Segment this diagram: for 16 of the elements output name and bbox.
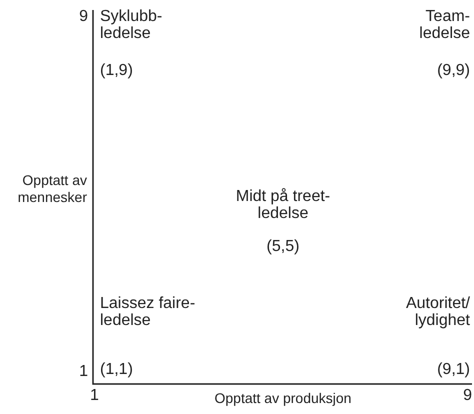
axis-tick-label: 1 bbox=[90, 387, 99, 404]
axis-tick-label: 9 bbox=[463, 387, 472, 404]
axis-title: Opptatt av produksjon bbox=[214, 390, 352, 407]
grid-style-label: Midt på treet- ledelse bbox=[234, 188, 332, 222]
grid-coordinate: (5,5) bbox=[266, 238, 300, 255]
grid-style-label: Laissez faire- ledelse bbox=[100, 295, 196, 329]
grid-coordinate: (1,1) bbox=[100, 361, 133, 378]
grid-coordinate: (9,9) bbox=[437, 62, 470, 79]
axis-title: Opptatt av mennesker bbox=[18, 172, 87, 206]
grid-coordinate: (9,1) bbox=[437, 361, 470, 378]
grid-style-label: Autoritet/ lydighet bbox=[404, 295, 470, 329]
grid-style-label: Team- ledelse bbox=[418, 8, 470, 42]
axis-tick-label: 9 bbox=[79, 8, 88, 25]
axis-tick-label: 1 bbox=[79, 363, 88, 380]
grid-coordinate: (1,9) bbox=[100, 62, 133, 79]
grid-style-label: Syklubb- ledelse bbox=[100, 8, 164, 42]
